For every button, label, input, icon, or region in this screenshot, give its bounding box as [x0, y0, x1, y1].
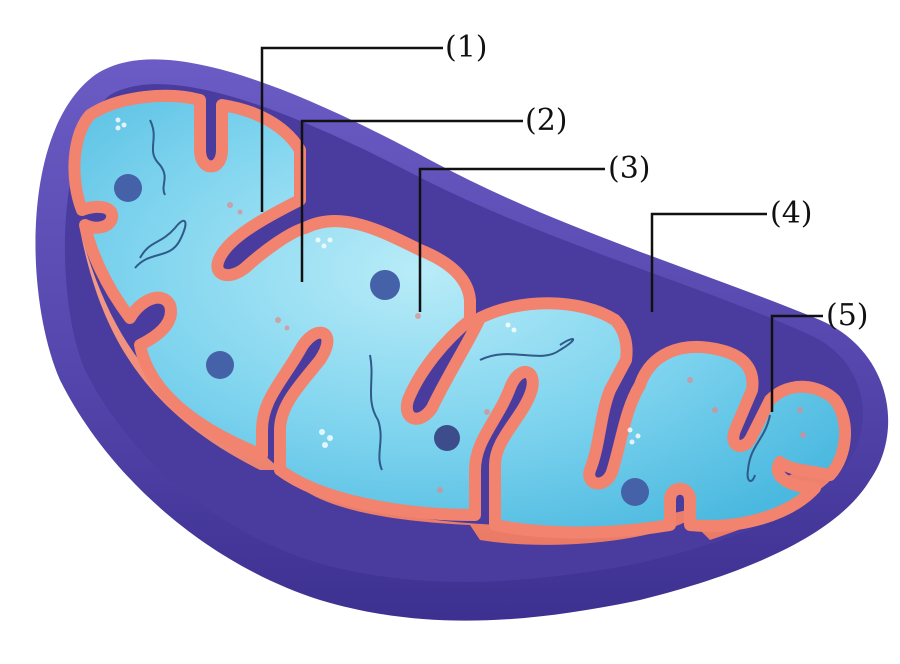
mtdna — [746, 414, 771, 482]
granule — [206, 351, 234, 379]
leader-line-5 — [770, 314, 823, 412]
mtdna — [149, 119, 166, 196]
leader-line-2 — [300, 119, 523, 282]
inner-membrane-side — [80, 230, 845, 545]
granule — [621, 478, 649, 506]
particles — [227, 202, 806, 493]
mtdna — [479, 338, 575, 361]
granule — [114, 174, 142, 202]
granule — [370, 270, 400, 300]
label-1: (1) — [445, 30, 488, 65]
label-4: (4) — [770, 196, 813, 231]
mtdna — [369, 354, 383, 471]
leader-line-3 — [418, 167, 605, 312]
leader-line-4 — [650, 212, 767, 312]
inner-membrane — [68, 89, 851, 539]
leader-lines — [260, 46, 823, 412]
mtdna — [134, 219, 187, 269]
label-5: (5) — [826, 298, 869, 333]
ribosomes — [115, 117, 641, 448]
leader-line-1 — [260, 46, 443, 212]
label-3: (3) — [608, 151, 651, 186]
granule — [434, 425, 460, 451]
label-2: (2) — [525, 103, 568, 138]
